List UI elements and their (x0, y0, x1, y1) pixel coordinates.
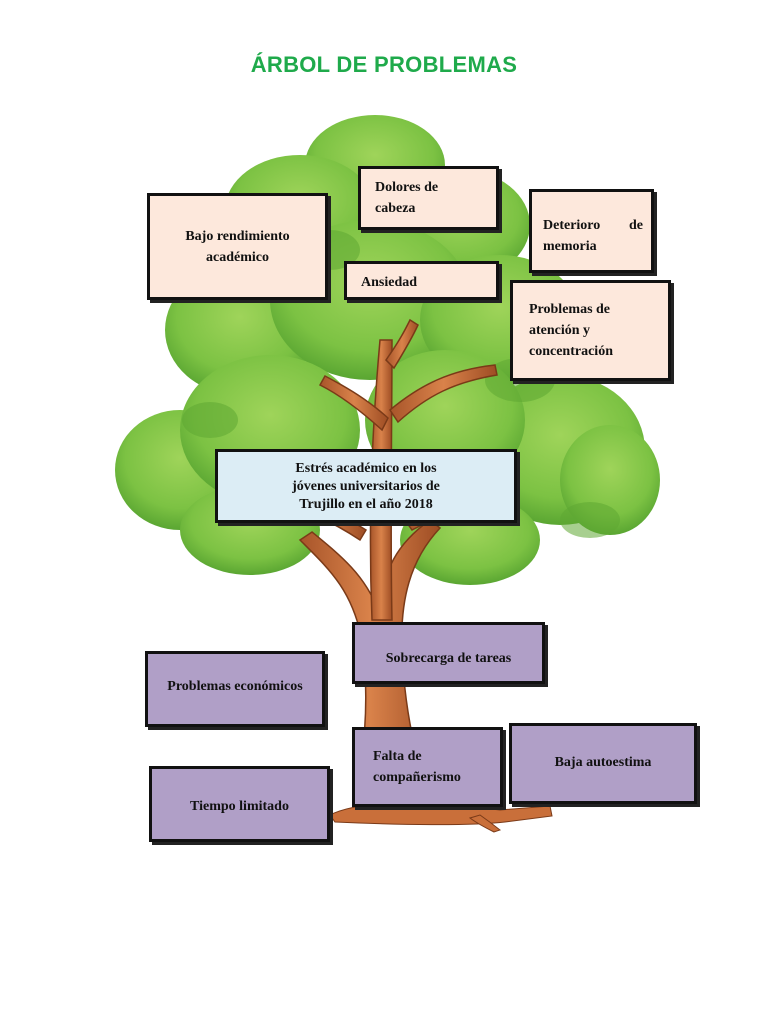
cause-box-task-overload: Sobrecarga de tareas (352, 622, 545, 684)
cause-label: Tiempo limitado (190, 799, 289, 814)
cause-box-companionship: Falta de compañerismo (352, 727, 503, 807)
effect-label: Deterioro de memoria (543, 218, 643, 254)
effect-box-memory: Deterioro de memoria (529, 189, 654, 273)
effect-box-anxiety: Ansiedad (344, 261, 499, 300)
effect-label: Dolores de cabeza (375, 180, 439, 216)
effect-label: Ansiedad (361, 275, 418, 290)
cause-label: Falta de compañerismo (373, 749, 461, 785)
effect-label: Problemas de atención y concentración (529, 302, 613, 359)
cause-label: Sobrecarga de tareas (385, 651, 512, 666)
core-problem-label: Estrés académico en los jóvenes universi… (292, 461, 440, 512)
cause-label: Baja autoestima (554, 755, 652, 770)
cause-box-economic: Problemas económicos (145, 651, 325, 727)
core-problem-box: Estrés académico en los jóvenes universi… (215, 449, 517, 523)
cause-box-self-esteem: Baja autoestima (509, 723, 697, 804)
tree-roots (329, 802, 553, 833)
cause-label: Problemas económicos (167, 679, 303, 694)
effect-box-low-performance: Bajo rendimiento académico (147, 193, 328, 300)
effect-box-headaches: Dolores de cabeza (358, 166, 499, 230)
page-title: ÁRBOL DE PROBLEMAS (250, 52, 518, 77)
cause-box-limited-time: Tiempo limitado (149, 766, 330, 842)
effect-box-attention: Problemas de atención y concentración (510, 280, 671, 381)
effect-label: Bajo rendimiento académico (185, 229, 290, 265)
